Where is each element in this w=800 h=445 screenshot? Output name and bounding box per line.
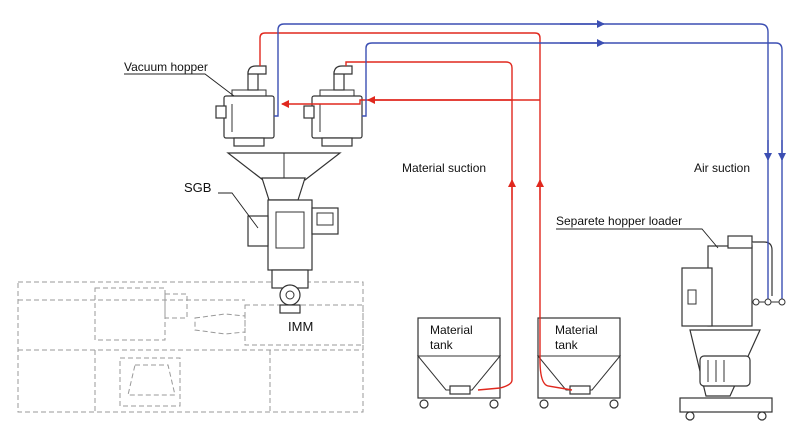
air-suction-lines: Air suction xyxy=(274,20,786,306)
caster-icon xyxy=(489,399,499,409)
material-tank-left: Material tank xyxy=(416,317,502,409)
vacuum-hopper-left xyxy=(215,65,275,147)
material-suction-label: Material suction xyxy=(402,161,486,175)
separate-hopper-loader-label: Separete hopper loader xyxy=(556,214,682,228)
tank-right-label-line2: tank xyxy=(555,338,579,352)
imm-label: IMM xyxy=(288,319,313,334)
material-suction-lines: Material suction xyxy=(259,32,573,391)
caster-icon xyxy=(609,399,619,409)
caster-icon xyxy=(419,399,429,409)
tank-left-label-line1: Material xyxy=(430,323,473,337)
injection-molding-machine: IMM xyxy=(17,281,364,413)
sgb-blender: SGB xyxy=(184,152,342,314)
caster-icon xyxy=(685,411,695,421)
caster-icon xyxy=(757,411,767,421)
tank-right-label-line1: Material xyxy=(555,323,598,337)
material-tank-right: Material tank xyxy=(536,317,622,409)
vacuum-hopper-label: Vacuum hopper xyxy=(124,60,208,74)
air-suction-label: Air suction xyxy=(694,161,750,175)
separate-hopper-loader: Separete hopper loader xyxy=(556,214,773,421)
sgb-label: SGB xyxy=(184,180,211,195)
tank-left-label-line2: tank xyxy=(430,338,454,352)
vacuum-hopper-right xyxy=(303,65,363,147)
caster-icon xyxy=(539,399,549,409)
